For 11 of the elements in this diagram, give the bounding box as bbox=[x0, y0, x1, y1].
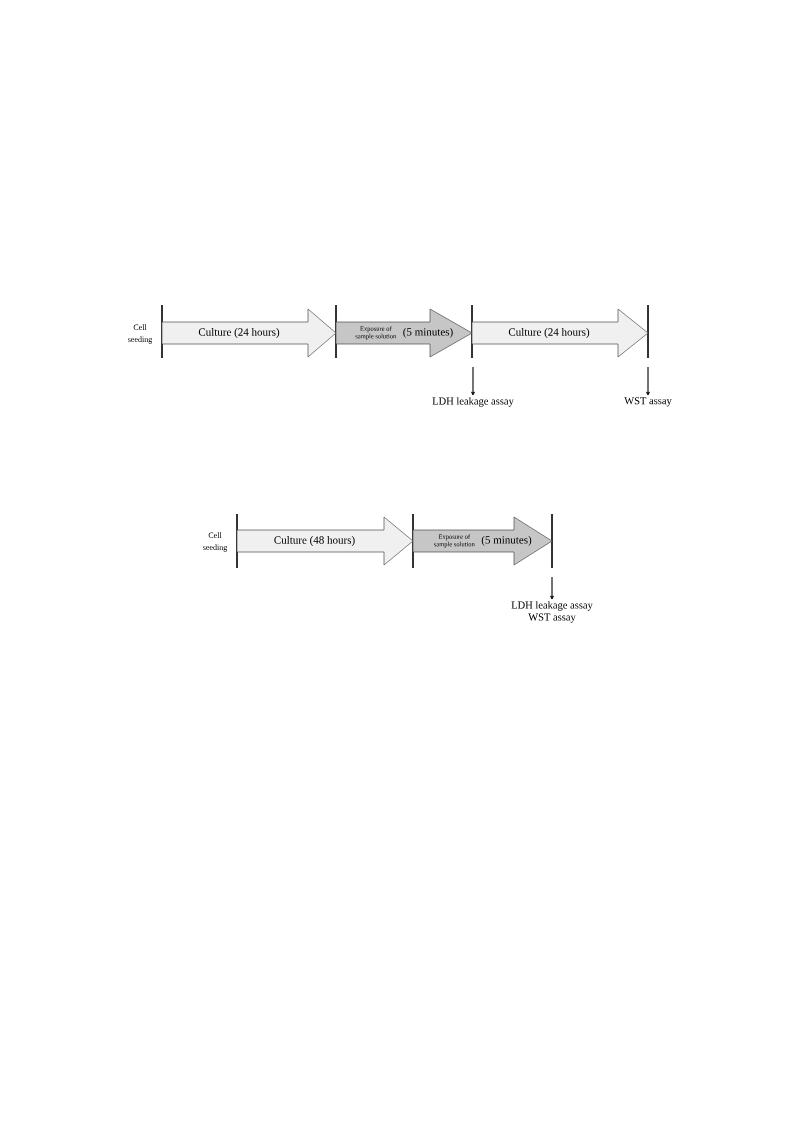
phase-band: Culture (48 hours) bbox=[236, 516, 414, 566]
arrow bbox=[550, 576, 554, 600]
arrow bbox=[471, 366, 475, 396]
phase-label: Cell seeding bbox=[203, 532, 228, 552]
assay-label: WST assay bbox=[624, 397, 672, 407]
assay-label: LDH leakage assay WST assay bbox=[511, 601, 593, 623]
phase-band: Culture (24 hours) bbox=[161, 308, 337, 358]
assay-label: LDH leakage assay bbox=[432, 397, 514, 407]
arrow bbox=[646, 366, 650, 396]
phase-label: Cell seeding bbox=[128, 324, 153, 344]
phase-band: Culture (24 hours) bbox=[471, 308, 649, 358]
